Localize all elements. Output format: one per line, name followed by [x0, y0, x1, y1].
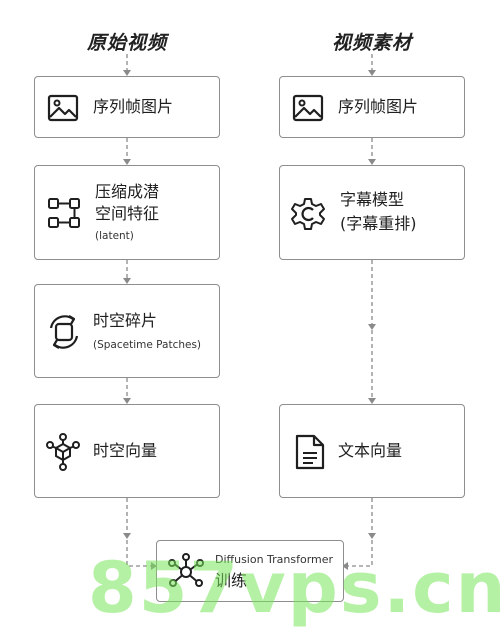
image-icon: [47, 94, 79, 122]
dit-train-label: 训练: [215, 571, 248, 590]
left-vector-label: 时空向量: [93, 441, 158, 460]
dit-training-box: Diffusion Transformer 训练: [156, 540, 344, 602]
left-compress-label-1: 压缩成潜: [95, 182, 160, 201]
network-icon: [168, 553, 204, 587]
left-frames-label: 序列帧图片: [93, 97, 174, 116]
left-patches-sublabel: (Spacetime Patches): [93, 339, 202, 351]
image-icon: [292, 94, 324, 122]
right-caption-label-2: (字幕重排): [340, 214, 417, 233]
right-vector-box: 文本向量: [279, 404, 465, 498]
gear-icon: [291, 198, 325, 230]
dit-model-label: Diffusion Transformer: [215, 553, 334, 566]
left-column-title: 原始视频: [86, 32, 167, 54]
right-vector-label: 文本向量: [338, 441, 403, 460]
right-frames-box: 序列帧图片: [279, 76, 465, 138]
document-icon: [295, 434, 325, 470]
right-frames-label: 序列帧图片: [338, 97, 419, 116]
right-caption-label-1: 字幕模型: [340, 190, 405, 209]
flowchart-icon: [48, 198, 80, 228]
right-caption-box: 字幕模型 (字幕重排): [279, 165, 465, 260]
left-compress-box: 压缩成潜 空间特征 (latent): [34, 165, 220, 260]
right-column-title: 视频素材: [331, 32, 412, 54]
left-compress-sublabel: (latent): [95, 230, 134, 242]
left-patches-box: 时空碎片 (Spacetime Patches): [34, 284, 220, 378]
site-watermark: 857vps.cn: [88, 547, 500, 629]
left-vector-box: 时空向量: [34, 404, 220, 498]
left-compress-label-2: 空间特征: [95, 204, 160, 223]
left-patches-label: 时空碎片: [93, 311, 158, 330]
left-frames-box: 序列帧图片: [34, 76, 220, 138]
cycle-icon: [49, 315, 79, 349]
cube-network-icon: [46, 433, 80, 471]
